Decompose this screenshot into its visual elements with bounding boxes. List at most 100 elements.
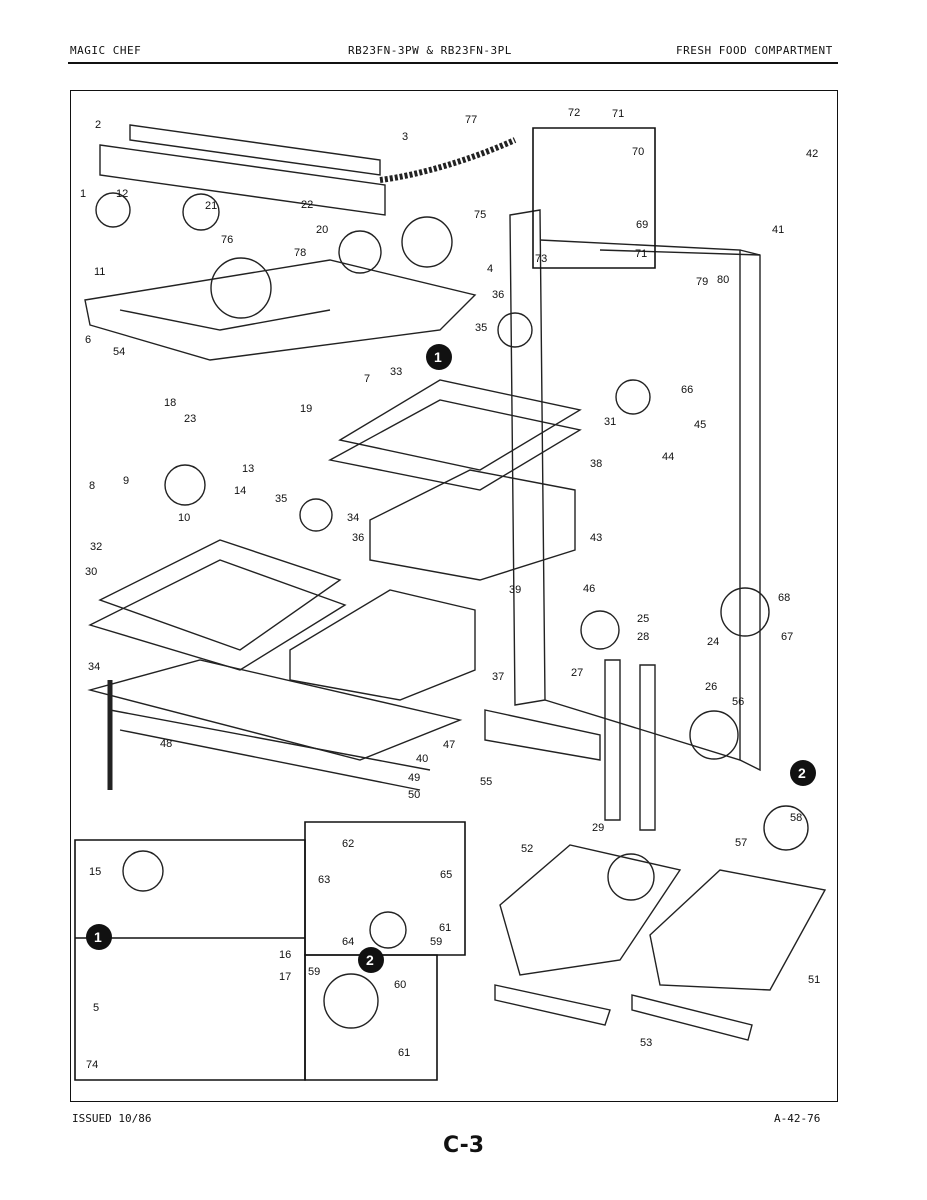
inset-boxes [73, 126, 656, 1081]
part-label-70: 70 [632, 146, 644, 158]
callout-badges: 1 2 1 2 [85, 343, 816, 973]
header-rule [68, 62, 838, 64]
part-label-14: 14 [234, 485, 246, 497]
part-label-20: 20 [316, 224, 328, 236]
part-label-39: 39 [509, 584, 521, 596]
model-numbers: RB23FN-3PW & RB23FN-3PL [348, 44, 512, 57]
svg-text:1: 1 [434, 349, 442, 365]
part-label-69: 69 [636, 219, 648, 231]
part-label-31: 31 [604, 416, 616, 428]
part-label-30: 30 [85, 566, 97, 578]
part-label-68: 68 [778, 592, 790, 604]
page-number: C-3 [442, 1133, 485, 1158]
part-label-5: 5 [93, 1002, 99, 1014]
part-label-33: 33 [390, 366, 402, 378]
part-label-15: 15 [89, 866, 101, 878]
part-label-43: 43 [590, 532, 602, 544]
part-label-73: 73 [535, 253, 547, 265]
part-label-11: 11 [94, 266, 105, 278]
part-label-13: 13 [242, 463, 254, 475]
part-label-66: 66 [681, 384, 693, 396]
part-label-35: 35 [275, 493, 287, 505]
callout-1-inset-badge [85, 923, 112, 950]
section-title: FRESH FOOD COMPARTMENT [676, 44, 833, 57]
part-label-62: 62 [342, 838, 354, 850]
part-label-76: 76 [221, 234, 233, 246]
part-label-75: 75 [474, 209, 486, 221]
part-label-21: 21 [205, 200, 217, 212]
part-label-55: 55 [480, 776, 492, 788]
callout-2-badge [789, 759, 816, 786]
part-label-47: 47 [443, 739, 455, 751]
part-label-28: 28 [637, 631, 649, 643]
part-label-78: 78 [294, 247, 306, 259]
part-label-59: 59 [308, 966, 320, 978]
part-label-80: 80 [717, 274, 729, 286]
part-label-4: 4 [487, 263, 493, 275]
part-label-36: 36 [352, 532, 364, 544]
part-label-61: 61 [439, 922, 451, 934]
detail-circles [94, 191, 809, 1029]
part-label-7: 7 [364, 373, 370, 385]
part-label-40: 40 [416, 753, 428, 765]
part-label-41: 41 [772, 224, 784, 236]
svg-text:2: 2 [366, 952, 374, 968]
part-label-48: 48 [160, 738, 172, 750]
part-label-38: 38 [590, 458, 602, 470]
part-label-59: 59 [430, 936, 442, 948]
part-label-71: 71 [635, 248, 647, 260]
part-label-50: 50 [408, 789, 420, 801]
part-label-56: 56 [732, 696, 744, 708]
part-label-44: 44 [662, 451, 674, 463]
part-label-37: 37 [492, 671, 504, 683]
part-label-42: 42 [806, 148, 818, 160]
part-label-29: 29 [592, 822, 604, 834]
part-label-3: 3 [402, 131, 408, 143]
part-label-35: 35 [475, 322, 487, 334]
part-label-17: 17 [279, 971, 291, 983]
callout-1-badge [425, 343, 452, 370]
brand-label: MAGIC CHEF [70, 44, 142, 57]
part-label-57: 57 [735, 837, 747, 849]
part-label-52: 52 [521, 843, 533, 855]
part-label-49: 49 [408, 772, 420, 784]
part-label-1: 1 [80, 188, 86, 200]
part-label-63: 63 [318, 874, 330, 886]
part-label-46: 46 [583, 583, 595, 595]
part-label-18: 18 [164, 397, 176, 409]
part-label-8: 8 [89, 480, 95, 492]
svg-text:1: 1 [94, 929, 102, 945]
part-label-65: 65 [440, 869, 452, 881]
part-label-77: 77 [465, 114, 477, 126]
part-label-64: 64 [342, 936, 354, 948]
part-label-54: 54 [113, 346, 125, 358]
part-label-34: 34 [347, 512, 359, 524]
svg-text:2: 2 [798, 765, 806, 781]
part-label-6: 6 [85, 334, 91, 346]
part-label-19: 19 [300, 403, 312, 415]
part-label-61: 61 [398, 1047, 410, 1059]
part-label-23: 23 [184, 413, 196, 425]
part-label-58: 58 [790, 812, 802, 824]
part-label-26: 26 [705, 681, 717, 693]
part-label-72: 72 [568, 107, 580, 119]
part-label-2: 2 [95, 119, 101, 131]
part-drawings [83, 123, 826, 1041]
part-label-51: 51 [808, 974, 820, 986]
part-label-24: 24 [707, 636, 719, 648]
part-label-53: 53 [640, 1037, 652, 1049]
part-label-32: 32 [90, 541, 102, 553]
part-label-9: 9 [123, 475, 129, 487]
part-label-12: 12 [116, 188, 128, 200]
part-label-34: 34 [88, 661, 100, 673]
part-label-16: 16 [279, 949, 291, 961]
part-label-74: 74 [86, 1059, 98, 1071]
part-label-22: 22 [301, 199, 313, 211]
part-label-27: 27 [571, 667, 583, 679]
diagram-ref: A-42-76 [774, 1112, 821, 1125]
callout-2-inset-badge [357, 946, 384, 973]
part-label-60: 60 [394, 979, 406, 991]
